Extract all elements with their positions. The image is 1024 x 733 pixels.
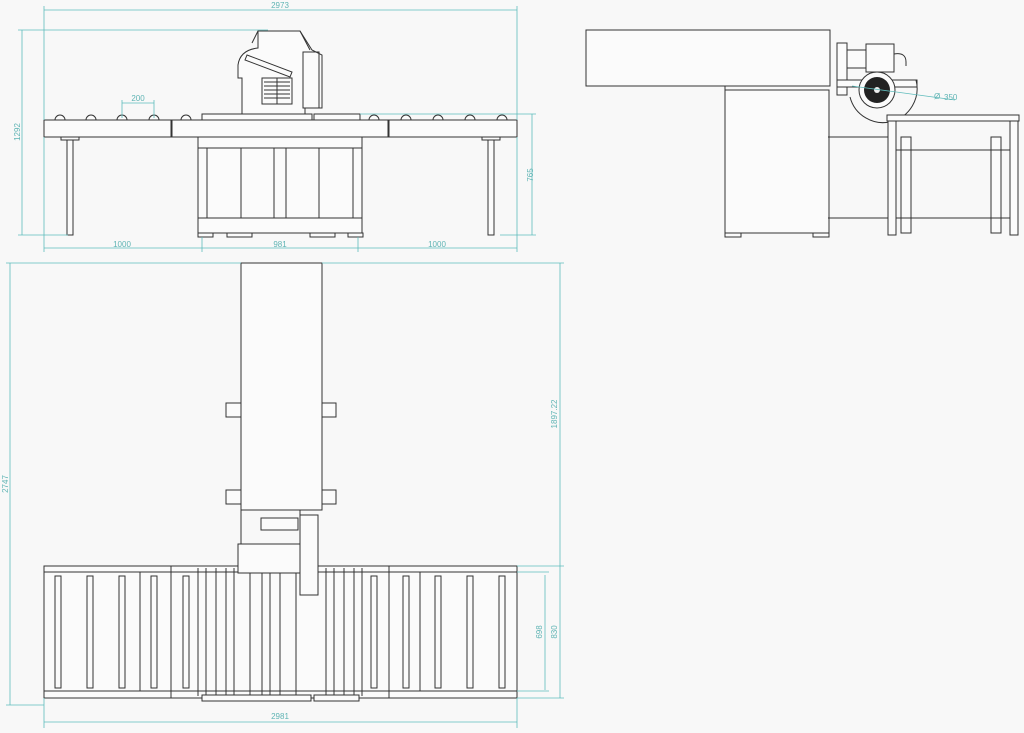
dim-roller-pitch: 200 (121, 94, 155, 118)
svg-text:2981: 2981 (271, 712, 289, 721)
front-plate-right (313, 694, 360, 702)
right-leg (487, 139, 495, 236)
svg-text:1000: 1000 (113, 240, 131, 249)
right-plate (313, 113, 361, 121)
left-roller-table (43, 119, 172, 138)
dim-overall-height: 1292 (13, 29, 268, 236)
roller (368, 114, 380, 121)
dim-overall-width-top: 2981 (43, 698, 518, 728)
front-view: 2973 1292 200 765 1000 981 1000 (13, 1, 536, 252)
svg-text:765: 765 (526, 168, 535, 182)
mount-brackets (225, 402, 337, 505)
cabinet (197, 136, 364, 238)
dim-blade-diameter: Ø 350 (851, 85, 958, 102)
side-roller-table (886, 114, 1020, 236)
side-view: Ø 350 (585, 29, 1020, 238)
svg-text:1292: 1292 (13, 123, 22, 141)
center-table (171, 119, 389, 138)
svg-text:981: 981 (273, 240, 287, 249)
svg-text:200: 200 (131, 94, 145, 103)
dim-beam-length: 1897.22 (322, 262, 564, 567)
svg-text:1897.22: 1897.22 (550, 399, 559, 428)
roller (180, 114, 192, 121)
dim-table-depth: 830 (517, 566, 564, 699)
roller (370, 575, 378, 689)
roller (402, 575, 410, 689)
roller (434, 575, 442, 689)
roller (54, 575, 62, 689)
base-cabinet (724, 89, 830, 234)
svg-text:2973: 2973 (271, 1, 289, 10)
dim-overall-depth: 2747 (1, 262, 241, 706)
roller (54, 114, 66, 121)
right-roller-table (388, 119, 518, 138)
roller (400, 114, 412, 121)
roller (118, 575, 126, 689)
front-rollers (54, 114, 508, 121)
roller (432, 114, 444, 121)
svg-text:350: 350 (944, 93, 958, 102)
top-view: 2747 1897.22 698 830 2981 (1, 262, 564, 728)
roller (86, 575, 94, 689)
left-plate (201, 113, 313, 121)
svg-text:1000: 1000 (428, 240, 446, 249)
beam-top (240, 262, 323, 511)
roller (182, 575, 190, 689)
svg-text:698: 698 (535, 625, 544, 639)
svg-text:Ø: Ø (934, 92, 940, 101)
dim-roller-width: 698 (517, 571, 549, 692)
frame-joint (139, 566, 421, 698)
dim-table-height: 765 (360, 113, 536, 236)
saw-head-top (237, 543, 301, 574)
left-leg (66, 139, 74, 236)
svg-text:2747: 2747 (1, 475, 10, 493)
carriage (260, 517, 299, 531)
dim-bottom: 1000 981 1000 (43, 137, 518, 252)
motor-arm (299, 514, 319, 596)
roller (150, 575, 158, 689)
roller (498, 575, 506, 689)
top-rollers (54, 566, 506, 698)
saw-head (237, 30, 323, 115)
beam (585, 29, 831, 87)
roller (496, 114, 508, 121)
roller (466, 575, 474, 689)
saw-unit (836, 42, 918, 124)
dim-overall-width: 2973 (43, 1, 518, 120)
roller (464, 114, 476, 121)
svg-text:830: 830 (550, 625, 559, 639)
roller (85, 114, 97, 121)
front-plate-left (201, 694, 312, 702)
